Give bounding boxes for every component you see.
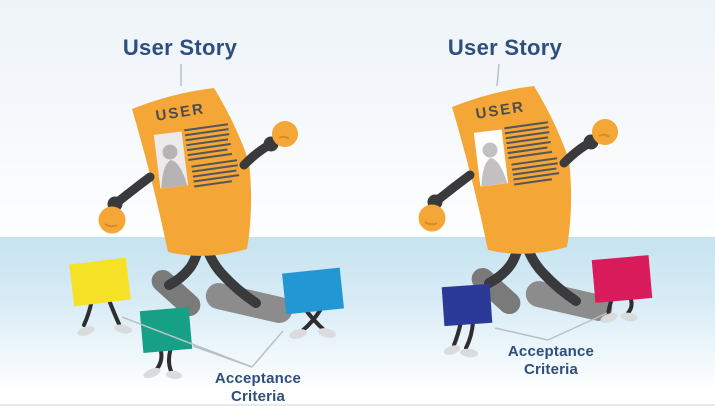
right-fist	[592, 119, 618, 145]
right-title-connector-line	[496, 63, 500, 87]
paper-text-lines	[504, 121, 560, 186]
user-photo-placeholder	[153, 131, 189, 189]
card-foot	[166, 370, 182, 380]
person-silhouette-icon	[161, 144, 188, 189]
pointer-line	[547, 312, 608, 341]
pointer-line	[494, 327, 549, 341]
left-user-story-title: User Story	[122, 35, 238, 60]
card-face	[591, 255, 653, 303]
left-fist-knuckle	[424, 221, 438, 226]
acceptance-criteria-card-teal	[139, 306, 193, 380]
back-shoe	[471, 267, 521, 315]
right-fist	[272, 121, 298, 147]
pointer-line	[192, 345, 253, 368]
acceptance-criteria-card-navy	[441, 283, 493, 358]
right-acceptance-criteria-label: Acceptance Criteria	[476, 343, 626, 379]
left-caption-pointer-lines	[121, 316, 284, 368]
acceptance-criteria-card-crimson	[591, 255, 653, 324]
card-foot	[289, 329, 307, 339]
front-leg	[521, 239, 581, 306]
front-leg	[201, 241, 261, 308]
right-arm	[559, 140, 591, 168]
card-foot	[143, 367, 161, 379]
caption-line-1: Acceptance	[214, 370, 302, 387]
person-silhouette-icon	[481, 142, 508, 187]
card-foot	[620, 312, 638, 322]
card-leg	[167, 346, 173, 373]
card-face	[282, 267, 344, 315]
right-user-story-title: User Story	[447, 35, 563, 60]
bottom-edge-line	[0, 404, 715, 406]
acceptance-criteria-card-yellow	[69, 257, 132, 336]
card-leg	[107, 298, 121, 326]
card-foot	[77, 326, 95, 336]
card-leg	[452, 320, 463, 347]
card-face	[139, 306, 193, 354]
card-foot	[443, 345, 461, 355]
card-foot	[318, 328, 336, 338]
card-face	[69, 257, 131, 307]
back-shoe	[151, 269, 201, 317]
left-user-story-character: USER	[98, 88, 298, 323]
left-acceptance-criteria-label: Acceptance Criteria	[183, 370, 333, 406]
card-foot	[600, 312, 618, 324]
right-caption-pointer-lines	[494, 312, 608, 341]
left-arm	[114, 172, 155, 206]
right-fist-knuckle	[278, 135, 290, 140]
right-arm	[239, 142, 271, 170]
left-fist	[418, 204, 446, 232]
caption-line-2: Criteria	[523, 361, 579, 378]
caption-line-1: Acceptance	[507, 343, 595, 360]
left-arm	[434, 170, 475, 204]
right-fist-knuckle	[598, 133, 610, 138]
left-fist-knuckle	[104, 223, 118, 228]
user-photo-placeholder	[473, 129, 509, 187]
card-foot	[460, 348, 478, 358]
paper-text-lines	[184, 123, 240, 188]
card-foot	[114, 324, 132, 334]
card-leg	[464, 320, 475, 350]
caption-line-2: Criteria	[230, 388, 286, 405]
acceptance-criteria-card-blue	[282, 267, 344, 339]
pointer-line	[251, 330, 284, 368]
left-fist	[98, 206, 126, 234]
card-face	[441, 283, 493, 327]
right-user-story-character: USER	[418, 86, 618, 321]
